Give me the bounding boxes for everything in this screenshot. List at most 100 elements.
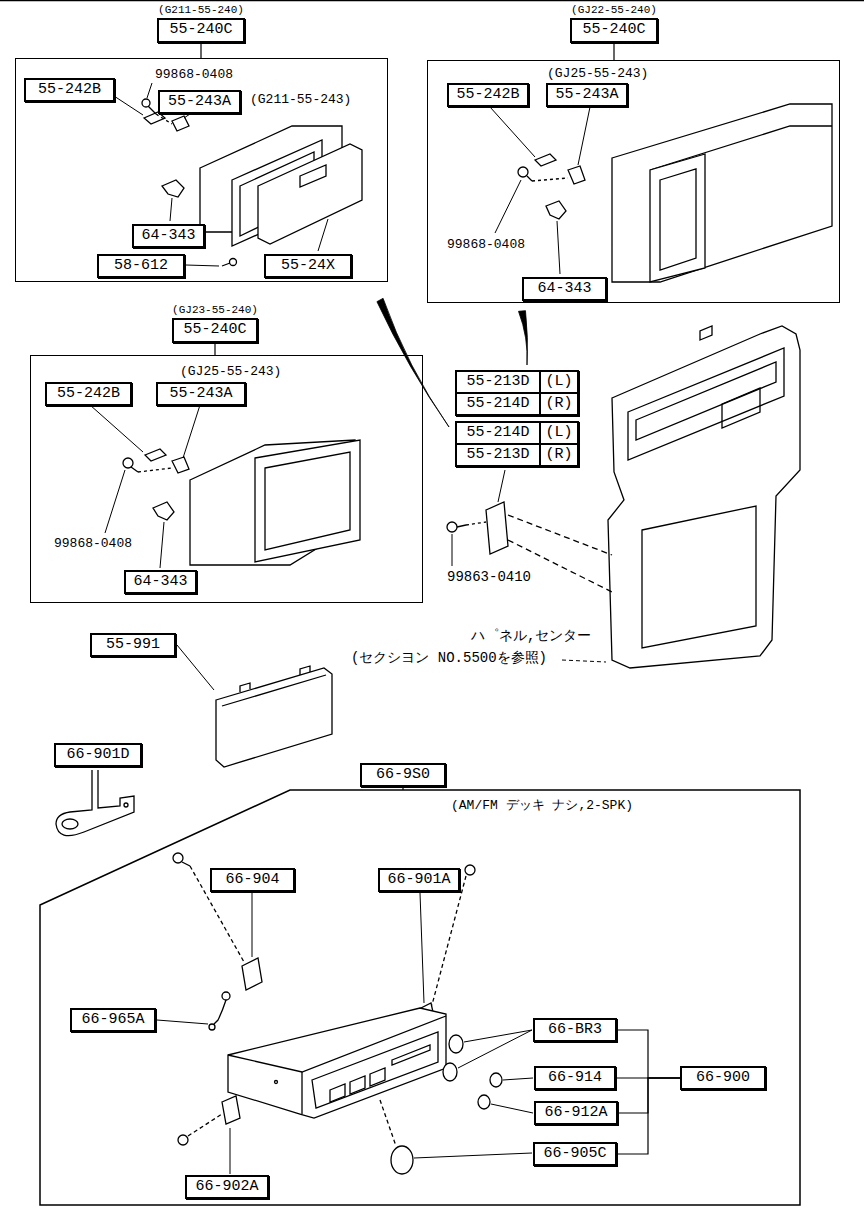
radio-drawing — [275, 1081, 278, 1084]
part-number-box: 55-24X — [264, 254, 352, 278]
connector-line — [214, 343, 215, 355]
part-number-box: 66-902A — [185, 1175, 269, 1199]
part-number: 66-912A — [544, 1104, 607, 1121]
glove-box-drawing — [265, 452, 350, 550]
leader-line — [186, 265, 219, 266]
glove-box-drawing — [258, 144, 362, 244]
note-label: (セクシヨン NO.5500を参照) — [350, 650, 548, 666]
leader-line — [157, 893, 533, 1174]
group-frame-outline — [40, 790, 800, 1205]
center-panel-drawing — [466, 522, 486, 525]
part-number-box: (L) — [539, 370, 579, 394]
leader-line — [177, 645, 214, 690]
part-number-box: 66-912A — [534, 1101, 618, 1125]
glove-box-drawing — [650, 154, 705, 282]
part-number-box: 66-904 — [210, 868, 295, 892]
glove-box-drawing — [518, 104, 832, 282]
part-number-box: 64-343 — [132, 224, 205, 248]
leader-line — [491, 1104, 533, 1113]
leader-line — [458, 1030, 532, 1068]
radio-drawing — [301, 1072, 302, 1114]
radio-drawing — [312, 1032, 438, 1108]
glove-box-drawing — [172, 457, 189, 473]
radio-drawing — [380, 1100, 396, 1146]
radio-drawing — [443, 1063, 457, 1081]
connector-line — [613, 43, 614, 60]
leader-line — [147, 83, 152, 98]
leader-line — [170, 198, 172, 221]
part-number-box: 66-914 — [534, 1066, 616, 1090]
glove-box-drawing — [532, 178, 568, 181]
bracket-drawing — [124, 803, 128, 807]
radio-drawing — [391, 1146, 413, 1174]
bracket-drawing — [62, 819, 78, 829]
leader-line — [578, 107, 590, 165]
part-number: 55-242B — [456, 86, 519, 103]
part-number: (R) — [545, 446, 572, 463]
part-number: 64-343 — [537, 280, 591, 297]
center-panel-drawing — [722, 388, 760, 428]
connector-line — [618, 1078, 680, 1113]
radio-drawing — [370, 1068, 385, 1086]
glove-box-drawing — [535, 154, 556, 166]
part-number-box: 64-343 — [124, 570, 197, 594]
part-number: 66-902A — [195, 1178, 258, 1195]
part-number: 55-213D — [466, 373, 529, 390]
lid-drawing — [216, 666, 332, 767]
note-label: 99863-0410 — [446, 569, 532, 585]
glove-box-drawing — [123, 458, 133, 468]
radio-drawing — [173, 853, 502, 1174]
radio-drawing — [222, 992, 230, 1000]
leader-line — [490, 107, 535, 157]
part-number-box: 55-991 — [90, 633, 176, 657]
radio-drawing — [182, 862, 190, 866]
center-panel-drawing — [608, 326, 800, 668]
center-panel-drawing — [447, 326, 800, 668]
part-number: 55-243A — [555, 86, 618, 103]
glove-box-drawing — [138, 468, 172, 472]
leader-line — [177, 645, 214, 690]
part-note: (AM/FM デッキ ナシ,2-SPK) — [450, 798, 634, 813]
part-number-box: 55-242B — [45, 382, 132, 406]
leader-line — [114, 83, 328, 266]
part-number-box: 66-9S0 — [360, 763, 446, 787]
part-number-box: (L) — [539, 421, 579, 445]
center-panel-drawing — [700, 326, 712, 340]
part-number: 64-343 — [133, 573, 187, 590]
part-number: 55-240C — [582, 21, 645, 38]
radio-drawing — [330, 1084, 345, 1102]
radio-drawing — [392, 1045, 430, 1065]
lid-drawing — [222, 675, 326, 706]
part-number-box: 66-905C — [533, 1142, 617, 1166]
glove-box-drawing — [568, 166, 585, 184]
leader-line — [183, 405, 200, 458]
part-number-box: 66-BR3 — [533, 1018, 617, 1042]
radio-drawing — [228, 1016, 446, 1072]
part-number: 66-BR3 — [548, 1021, 602, 1038]
part-number-box: 55-243A — [156, 382, 246, 406]
leader-line — [114, 96, 143, 115]
model-code: (GJ22-55-240) — [570, 4, 658, 16]
glove-box-drawing — [162, 180, 184, 197]
group-frame: (GJ25-55-243)99868-040855-242B55-243A64-… — [427, 60, 840, 303]
part-number: 66-901D — [66, 746, 129, 763]
bracket-drawing — [56, 770, 134, 836]
glove-box-drawing — [300, 165, 326, 187]
leader-line — [184, 114, 190, 118]
center-panel-drawing — [636, 362, 776, 440]
radio-drawing — [228, 1008, 446, 1118]
group-frame: (GJ25-55-243)99868-040855-242B55-243A64-… — [30, 355, 423, 603]
center-panel-drawing — [508, 515, 612, 555]
glove-box-drawing — [527, 176, 532, 181]
part-number: (L) — [545, 373, 572, 390]
part-number: 55-243A — [168, 93, 231, 110]
part-number: 55-24X — [281, 257, 335, 274]
group-frame: 99868-0408(G211-55-243)55-242B55-243A64-… — [15, 58, 388, 282]
glove-box-drawing — [660, 169, 696, 270]
part-number: 55-242B — [57, 385, 120, 402]
glove-box-drawing — [148, 106, 156, 114]
radio-drawing — [209, 1024, 215, 1030]
lid-drawing — [216, 668, 332, 767]
part-number: 55-240C — [169, 21, 232, 38]
part-number-box: 66-901A — [378, 868, 460, 892]
